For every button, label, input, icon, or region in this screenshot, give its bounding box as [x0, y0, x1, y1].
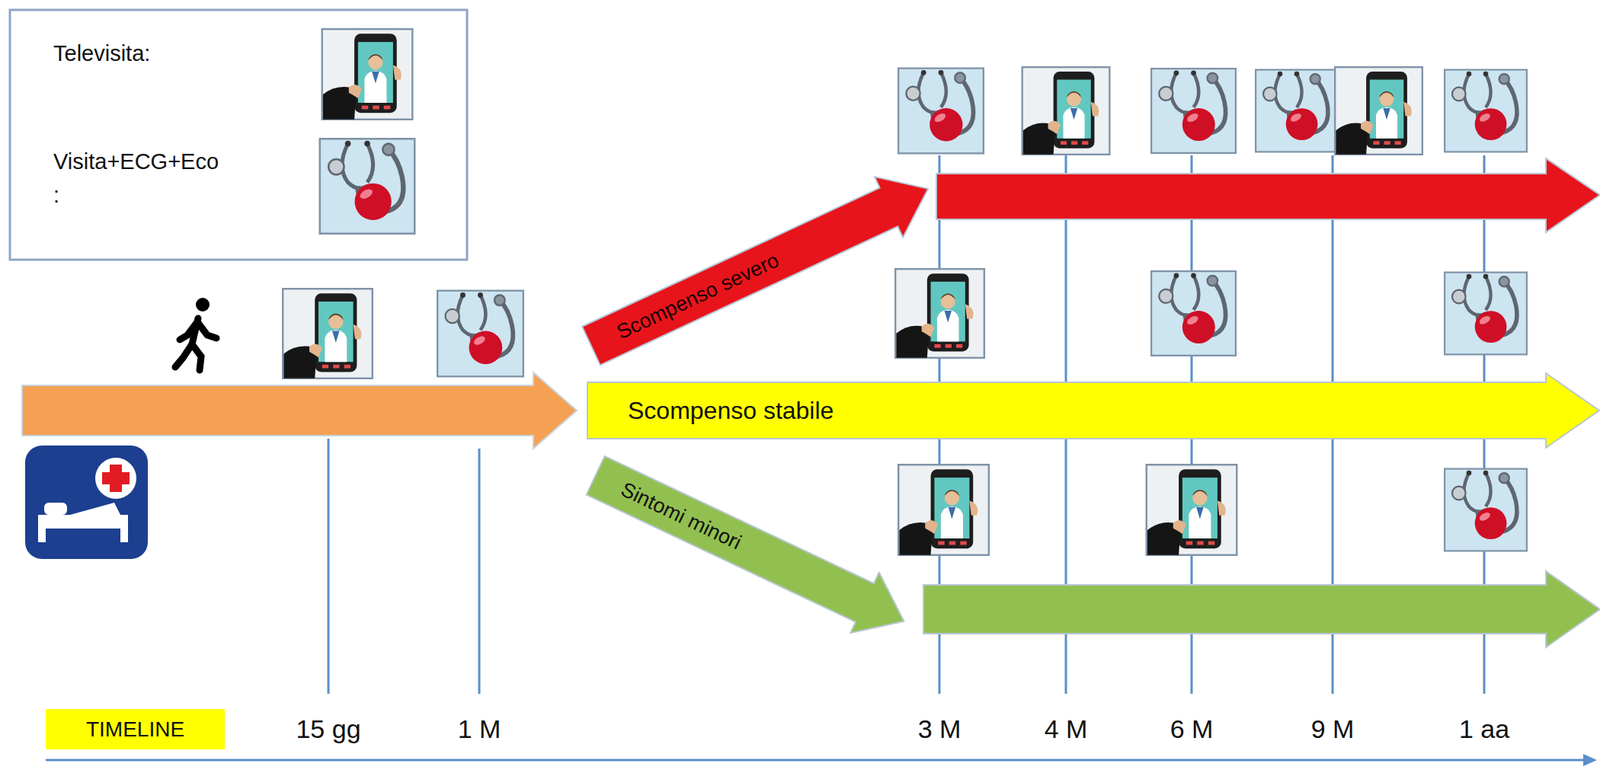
- legend-text: Visita+ECG+Eco :: [53, 144, 230, 212]
- timeline-tag: TIMELINE: [45, 709, 225, 750]
- time-label: 15 gg: [295, 714, 361, 745]
- visit-icon: [1444, 469, 1527, 552]
- timeline-axis-head: [1583, 754, 1597, 767]
- walking-patient: [175, 297, 217, 371]
- televisit-icon: [282, 288, 373, 379]
- stable-branch-arrow: Scompenso stabile: [586, 372, 1600, 449]
- time-label: 1 aa: [1459, 714, 1510, 745]
- time-label: 6 M: [1170, 714, 1214, 745]
- televisit-icon: [1334, 67, 1423, 155]
- televisit-icon: [898, 464, 989, 556]
- visit-icon: [320, 138, 415, 234]
- minor-branch-arrow-outline: [581, 444, 919, 652]
- node-text: Scompenso severo: [613, 248, 784, 345]
- televisit-icon: [1022, 67, 1111, 155]
- initial-arrow: [22, 372, 577, 449]
- visit-icon: [1444, 70, 1527, 153]
- televisit-icon: [322, 28, 413, 120]
- minor-path-arrow: [923, 571, 1600, 648]
- minor-branch-arrow: Sintomi minori: [579, 444, 919, 653]
- time-label: 9 M: [1311, 714, 1355, 745]
- televisit-icon: [1146, 464, 1238, 556]
- visit-icon: [898, 68, 984, 154]
- visit-icon: [437, 291, 524, 378]
- visit-icon: [1151, 68, 1236, 154]
- time-label: 3 M: [918, 714, 962, 745]
- timeline-axis: [45, 759, 1587, 762]
- visit-icon: [1151, 271, 1236, 356]
- time-label: 4 M: [1044, 714, 1088, 745]
- stable-branch-arrow-outline: [587, 373, 1600, 448]
- node-text: Scompenso stabile: [627, 396, 834, 426]
- severe-branch-arrow-outline: [576, 158, 942, 377]
- severe-path-arrow: [936, 158, 1600, 233]
- televisit-icon: [895, 268, 985, 359]
- minor-branch-arrow-shape: [579, 444, 919, 653]
- legend-text: Televisita:: [53, 36, 151, 71]
- node-text: TIMELINE: [86, 717, 185, 743]
- timeline-tag-outline: [45, 709, 225, 750]
- time-label: 1 M: [457, 714, 502, 745]
- legend-frame: [9, 9, 468, 260]
- visit-icon: [1444, 272, 1527, 356]
- severe-branch-arrow: Scompenso severo: [576, 157, 944, 378]
- hospital-bed-icon: [25, 445, 148, 560]
- visit-icon: [1255, 70, 1338, 153]
